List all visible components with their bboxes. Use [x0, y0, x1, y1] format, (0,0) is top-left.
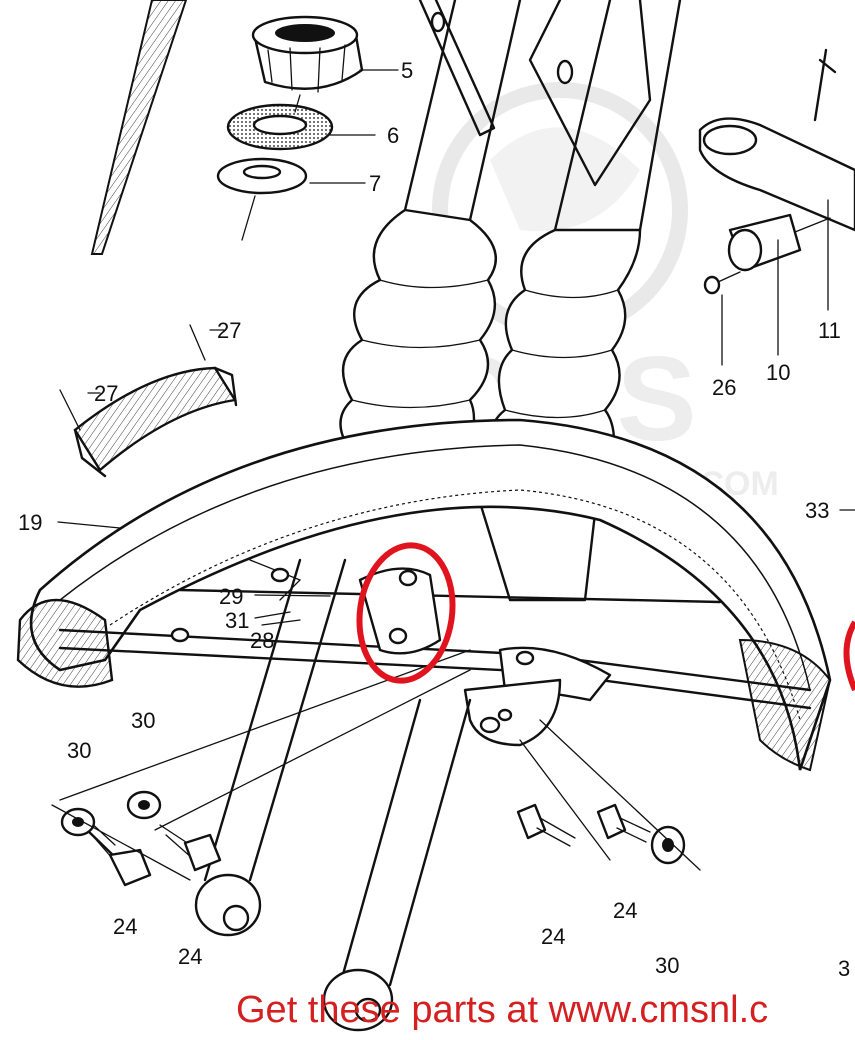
- part-7-washer: [216, 157, 308, 195]
- headlight-bracket: [418, 0, 652, 187]
- callout-30: 30: [655, 953, 679, 978]
- callout-24: 24: [113, 914, 137, 939]
- callout-27: 27: [94, 381, 118, 406]
- callout-24: 24: [613, 898, 637, 923]
- part-27-cover: [59, 324, 238, 478]
- bolt-24-b: [159, 824, 222, 872]
- washer-30-b: [126, 790, 162, 820]
- callout-30: 30: [67, 738, 91, 763]
- callout-31: 31: [225, 608, 249, 633]
- part-10-knob: [727, 213, 831, 272]
- lower-fork-legs: [59, 558, 472, 1032]
- callout-labels: 5 6 7 27 27 11 10 26 19 33 29 31 28 30 3…: [18, 58, 850, 981]
- bolt-24-d: [596, 803, 651, 843]
- callout-7: 7: [369, 171, 381, 196]
- callout-33: 33: [805, 498, 829, 523]
- bolt-24-a: [83, 819, 152, 887]
- part-26-screw: [703, 271, 741, 295]
- callout-6: 6: [387, 123, 399, 148]
- callout-28: 28: [250, 628, 274, 653]
- footer-link[interactable]: Get these parts at www.cmsnl.c: [236, 989, 769, 1031]
- callout-30: 30: [131, 708, 155, 733]
- leader-lines: [57, 69, 855, 626]
- washer-30-c: [650, 825, 686, 865]
- steering-rod: [90, 0, 188, 255]
- callout-19: 19: [18, 510, 42, 535]
- highlight-circle: [356, 542, 456, 684]
- part-5-nut: [251, 15, 364, 93]
- callout-11: 11: [818, 318, 841, 343]
- part-11-clamp: [698, 48, 855, 232]
- callout-29: 29: [219, 584, 243, 609]
- callout-3: 3: [838, 956, 850, 981]
- stay-bracket: [358, 567, 442, 655]
- highlight-circle-partial: [843, 620, 855, 692]
- callout-24: 24: [541, 924, 565, 949]
- callout-26: 26: [712, 375, 736, 400]
- callout-24: 24: [178, 944, 202, 969]
- bolt-24-c: [516, 803, 576, 847]
- callout-10: 10: [766, 360, 790, 385]
- callout-5: 5: [401, 58, 413, 83]
- fender-stays: [58, 559, 812, 747]
- part-6-washer: [226, 103, 334, 151]
- callout-27: 27: [217, 318, 241, 343]
